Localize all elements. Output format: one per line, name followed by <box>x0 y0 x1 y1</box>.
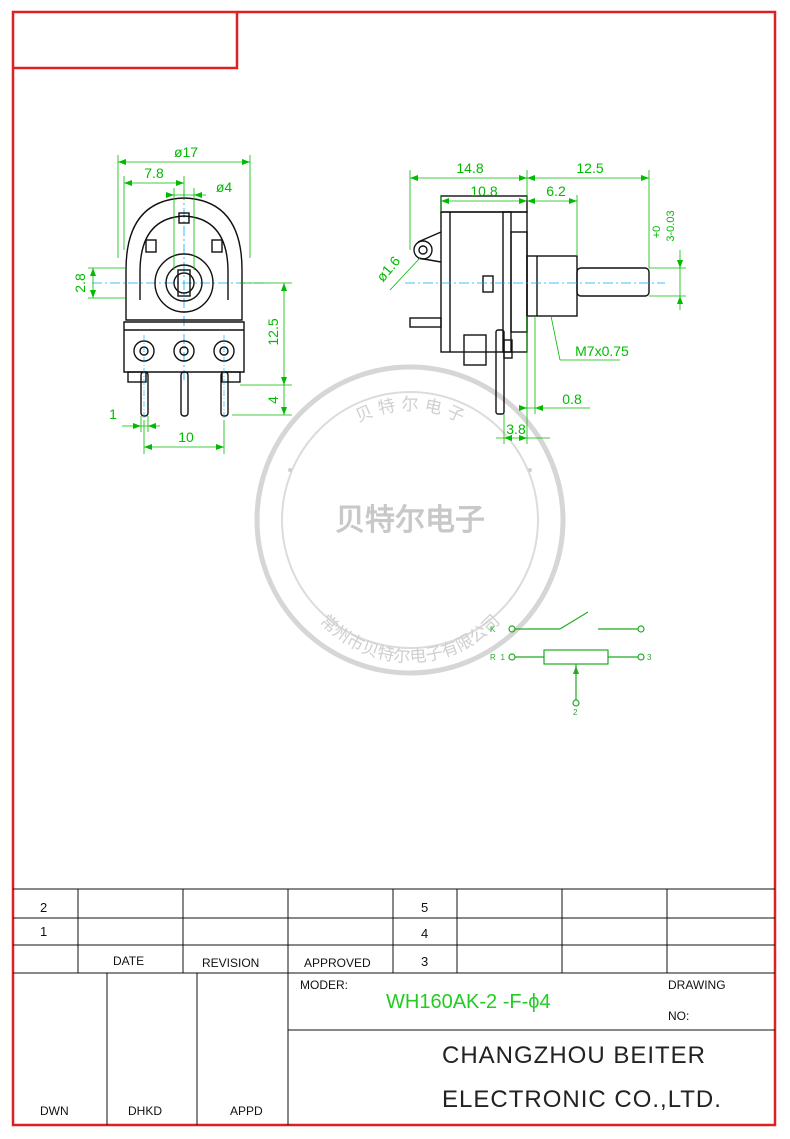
moder-label: MODER: <box>300 978 348 992</box>
dim-tolerance-lower: 3-0.03 <box>665 210 677 241</box>
dim-tolerance-upper: +0 <box>651 226 663 239</box>
rev-row-2: 2 <box>40 900 47 915</box>
dim-total-length: 14.8 <box>456 160 483 176</box>
stamp-top-arc: 贝 特 尔 电 子 <box>353 395 468 427</box>
dim-diameter-17: ø17 <box>174 144 198 160</box>
right-row-4: 4 <box>421 926 428 941</box>
sign-dwn: DWN <box>40 1104 69 1118</box>
schematic-symbol: K R 1 3 2 <box>490 611 652 717</box>
dim-shaft-diameter: ø4 <box>216 179 233 195</box>
dim-tab-3-8: 3.8 <box>506 421 526 437</box>
company-line-2: ELECTRONIC CO.,LTD. <box>442 1086 722 1113</box>
drawing-border <box>11 10 777 1127</box>
header-approved: APPROVED <box>304 956 371 970</box>
dim-body-length: 10.8 <box>470 183 497 199</box>
company-stamp: 贝 特 尔 电 子 常州市贝特尔电子有限公司 贝特尔电子 <box>254 364 566 676</box>
schematic-pin-1: 1 <box>501 653 506 662</box>
dim-thread-spec: M7x0.75 <box>575 343 629 359</box>
schematic-label-k: K <box>490 625 496 634</box>
dim-pin-pitch: 10 <box>178 429 194 445</box>
dim-pin-width: 1 <box>109 406 117 422</box>
stamp-center-text: 贝特尔电子 <box>335 503 485 538</box>
dim-shaft-length: 12.5 <box>576 160 603 176</box>
dim-offset-0-8: 0.8 <box>562 391 582 407</box>
side-view: 14.8 12.5 10.8 6.2 +0 3-0.03 ø1.6 M7x0.7… <box>373 160 686 444</box>
dim-height-12-5: 12.5 <box>265 318 281 345</box>
company-line-1: CHANGZHOU BEITER <box>442 1042 706 1069</box>
sign-appd: APPD <box>230 1104 263 1118</box>
no-label: NO: <box>668 1009 689 1023</box>
dim-pin-length: 4 <box>265 396 281 404</box>
dim-offset-7-8: 7.8 <box>144 165 164 181</box>
dim-left-2-8: 2.8 <box>72 273 88 293</box>
dim-thread-length: 6.2 <box>546 183 566 199</box>
model-value: WH160AK-2 -F-ϕ4 <box>386 991 551 1013</box>
right-row-5: 5 <box>421 900 428 915</box>
schematic-pin-3: 3 <box>647 653 652 662</box>
drawing-label: DRAWING <box>668 978 726 992</box>
header-revision: REVISION <box>202 956 259 970</box>
schematic-label-r: R <box>490 653 496 662</box>
header-date: DATE <box>113 954 144 968</box>
front-view: ø17 7.8 ø4 2.8 12.5 4 1 10 <box>72 144 292 454</box>
sign-dhkd: DHKD <box>128 1104 162 1118</box>
right-row-3: 3 <box>421 954 428 969</box>
dim-hole-diameter: ø1.6 <box>373 253 403 285</box>
rev-row-1: 1 <box>40 924 47 939</box>
schematic-pin-2: 2 <box>573 708 578 717</box>
title-block: 2 1 DATE REVISION APPROVED 5 4 3 MODER: … <box>13 888 775 1125</box>
